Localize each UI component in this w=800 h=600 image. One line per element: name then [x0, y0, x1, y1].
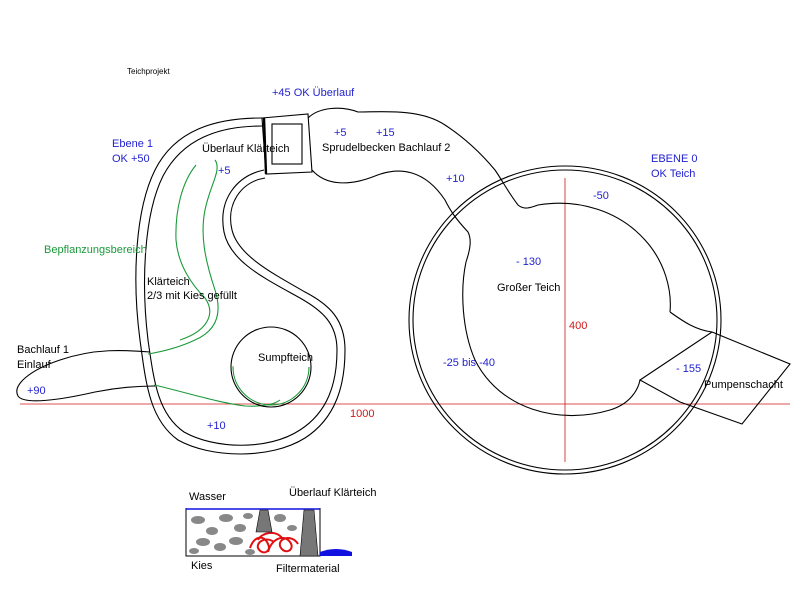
grosser-teich-outline: [408, 165, 722, 475]
dimension-lines: [20, 178, 790, 462]
bachlauf1-channel: [16, 349, 156, 402]
label-minus25-40: -25 bis -40: [443, 357, 495, 369]
label-ok-ueberlauf: +45 OK Überlauf: [272, 87, 355, 99]
label-dim1000: 1000: [350, 408, 374, 420]
label-minus155: - 155: [676, 363, 701, 375]
label-klaerteich-line2: 2/3 mit Kies gefüllt: [147, 290, 237, 302]
filter-2: [267, 536, 299, 553]
detail-label-filter: Filtermaterial: [276, 563, 340, 575]
gravel-3: [219, 514, 233, 522]
label-sprudel-plus15: +15: [376, 127, 395, 139]
detail-label-wasser: Wasser: [189, 491, 226, 503]
sumpfteich-basin: [230, 326, 312, 408]
pumpenschacht-box: [638, 331, 791, 425]
label-sumpfteich: Sumpfteich: [258, 352, 313, 364]
gravel-1: [191, 516, 205, 524]
klaerteich-outline: [135, 117, 346, 455]
label-ueberlauf-klaerteich: Überlauf Klärteich: [202, 143, 289, 155]
label-klaerteich-line1: Klärteich: [147, 276, 190, 288]
label-ebene0-line2: OK Teich: [651, 168, 695, 180]
gravel-5: [196, 538, 210, 546]
gravel-6: [214, 543, 226, 551]
label-plus10-bottom: +10: [207, 420, 226, 432]
detail-weir-right: [299, 509, 319, 557]
label-ebene1-line1: Ebene 1: [112, 138, 153, 150]
ueberlauf-box: [261, 113, 313, 175]
label-sprudel-plus5: +5: [334, 127, 347, 139]
label-minus130: - 130: [516, 256, 541, 268]
label-plus5-small: +5: [218, 165, 231, 177]
label-bachlauf1-line1: Bachlauf 1: [17, 344, 69, 356]
gravel-9: [274, 514, 286, 522]
gravel-4: [234, 524, 246, 532]
grosser-teich-outer-ring: [412, 169, 718, 471]
label-sprudelbecken: Sprudelbecken Bachlauf 2: [322, 142, 450, 154]
ueberlauf-weir: [262, 117, 268, 175]
label-dim400: 400: [569, 320, 587, 332]
label-ebene1-line2: OK +50: [112, 153, 150, 165]
sprudelbecken-outline: [307, 107, 539, 263]
bepflanzung-area: [147, 159, 281, 407]
ueberlauf-box-inner: [271, 123, 303, 165]
label-plus90: +90: [27, 385, 46, 397]
diagram-title: Teichprojekt: [127, 67, 170, 76]
grosser-teich-outer-ring-2: [408, 165, 722, 475]
detail-filter: [249, 532, 299, 554]
detail-gravel: [189, 513, 297, 555]
label-bepflanzung: Bepflanzungsbereich: [44, 244, 147, 256]
detail-basin: [185, 508, 321, 557]
klaerteich-outer: [135, 117, 346, 455]
gravel-12: [245, 549, 255, 555]
label-pumpenschacht: Pumpenschacht: [704, 379, 783, 391]
klaerteich-inner: [144, 125, 338, 446]
label-bachlauf1-line2: Einlauf: [17, 359, 52, 371]
label-plus10-top: +10: [446, 173, 465, 185]
gravel-2: [206, 527, 218, 535]
label-minus50: -50: [593, 190, 609, 202]
label-ebene0-line1: EBENE 0: [651, 153, 697, 165]
filter-3: [257, 532, 283, 541]
gravel-8: [243, 513, 253, 519]
grosser-teich-inner-basin: [462, 202, 713, 417]
detail-weir-left: [255, 509, 273, 533]
detail-label-kies: Kies: [191, 560, 213, 572]
gravel-10: [287, 525, 297, 531]
sumpfteich-green-edge: [232, 328, 310, 406]
gravel-11: [189, 548, 199, 554]
detail-label-ueberlauf: Überlauf Klärteich: [289, 487, 376, 499]
detail-outflow: [320, 549, 352, 556]
label-grosser-teich: Großer Teich: [497, 282, 560, 294]
gravel-7: [229, 537, 243, 545]
detail-section: Wasser Überlauf Klärteich Kies Filtermat…: [185, 487, 376, 575]
